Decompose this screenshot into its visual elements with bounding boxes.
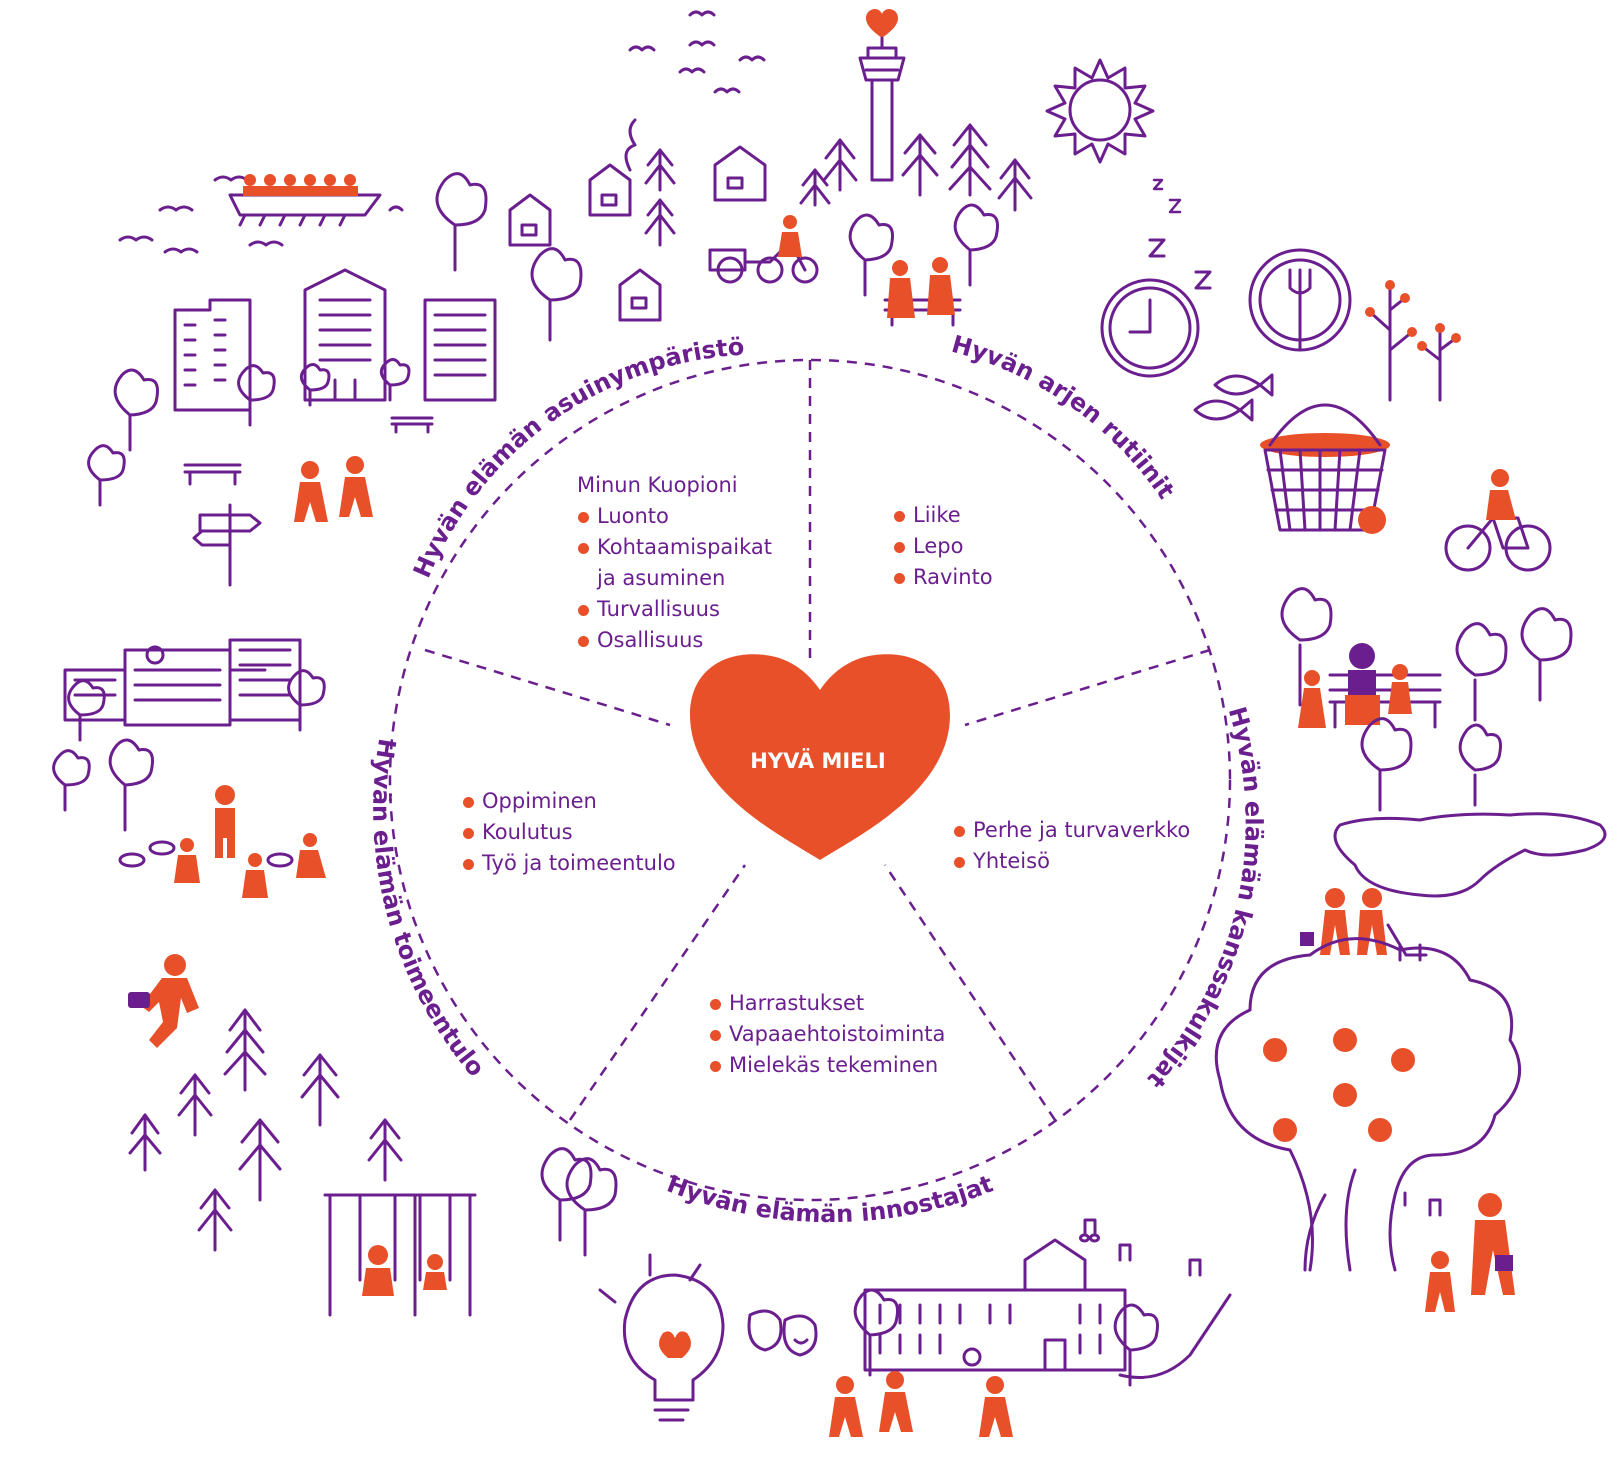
list-arjen-rutiinit: Liike Lepo Ravinto xyxy=(893,500,993,593)
list-asuinymparisto: Minun Kuopioni Luonto Kohtaamispaikat ja… xyxy=(577,470,772,656)
playground-swing-icon xyxy=(323,1193,477,1317)
list-item: Mielekäs tekeminen xyxy=(709,1050,945,1081)
segment-title-arjen-rutiinit: Hyvän arjen rutiinit xyxy=(949,330,1180,504)
segment-title-kanssakulkijat: Hyvän elämän kanssakulkijat xyxy=(1142,704,1268,1094)
walkers-icon xyxy=(1300,888,1428,962)
list-item: Ravinto xyxy=(893,562,993,593)
list-item: Turvallisuus xyxy=(577,594,772,625)
list-item-continued: ja asuminen xyxy=(597,566,726,590)
lightbulb-icon xyxy=(598,1253,725,1422)
basket-icon xyxy=(1260,403,1390,534)
list-item: Yhteisö xyxy=(953,846,1190,877)
list-item: Osallisuus xyxy=(577,625,772,656)
apartment-buildings-icon xyxy=(87,268,497,587)
divider-left xyxy=(424,648,671,727)
rickshaw-cyclist-icon xyxy=(708,215,819,284)
sun-icon xyxy=(1045,58,1155,164)
school-building-icon xyxy=(863,1238,1232,1379)
trees-icon xyxy=(540,1147,1159,1387)
fish-icon xyxy=(1193,373,1274,422)
bench-couple-icon xyxy=(887,257,955,318)
runner-icon xyxy=(128,954,199,1048)
berries-icon xyxy=(1365,280,1461,402)
list-toimeentulo: Oppiminen Koulutus Työ ja toimeentulo xyxy=(462,786,676,879)
kids-playing-icon xyxy=(829,1347,1013,1437)
divider-right xyxy=(964,648,1211,727)
pond-icon xyxy=(1333,717,1607,898)
birds-icon xyxy=(628,10,766,94)
list-heading: Minun Kuopioni xyxy=(577,473,738,497)
list-item: Lepo xyxy=(893,531,993,562)
plate-fork-icon xyxy=(1248,248,1352,352)
bench-people-icon xyxy=(1280,587,1573,729)
list-item: Oppiminen xyxy=(462,786,676,817)
list-kanssakulkijat: Perhe ja turvaverkko Yhteisö xyxy=(953,815,1190,877)
clock-icon xyxy=(1100,278,1200,378)
tower-heart-icon xyxy=(858,9,906,182)
heart-icon: HYVÄ MIELI xyxy=(690,654,950,860)
forest-icon xyxy=(128,1008,403,1252)
cyclist-icon xyxy=(1444,469,1552,572)
list-item: Työ ja toimeentulo xyxy=(462,848,676,879)
list-item: Kohtaamispaikat xyxy=(577,532,772,563)
center-label: HYVÄ MIELI xyxy=(750,748,885,773)
list-item: Vapaaehtoistoiminta xyxy=(709,1019,945,1050)
family-walk-icon xyxy=(1425,1193,1515,1312)
theater-masks-icon xyxy=(747,1309,818,1357)
list-item: Luonto xyxy=(577,501,772,532)
wheel xyxy=(388,358,1232,1202)
list-item: Koulutus xyxy=(462,817,676,848)
sleep-z-icon xyxy=(1148,178,1212,290)
list-item: Liike xyxy=(893,500,993,531)
houses-icon xyxy=(435,118,1033,342)
wheel-circle xyxy=(388,358,1232,1202)
music-notes-icon xyxy=(1079,1191,1442,1277)
list-item: Harrastukset xyxy=(709,988,945,1019)
list-item: Perhe ja turvaverkko xyxy=(953,815,1190,846)
list-innostajat: Harrastukset Vapaaehtoistoiminta Mielekä… xyxy=(709,988,945,1081)
apple-tree-icon xyxy=(1214,937,1522,1272)
school-icon xyxy=(52,638,326,898)
rowing-boat-icon xyxy=(118,174,404,254)
divider-bottom-right xyxy=(883,864,1057,1121)
divider-bottom-left xyxy=(568,864,747,1121)
